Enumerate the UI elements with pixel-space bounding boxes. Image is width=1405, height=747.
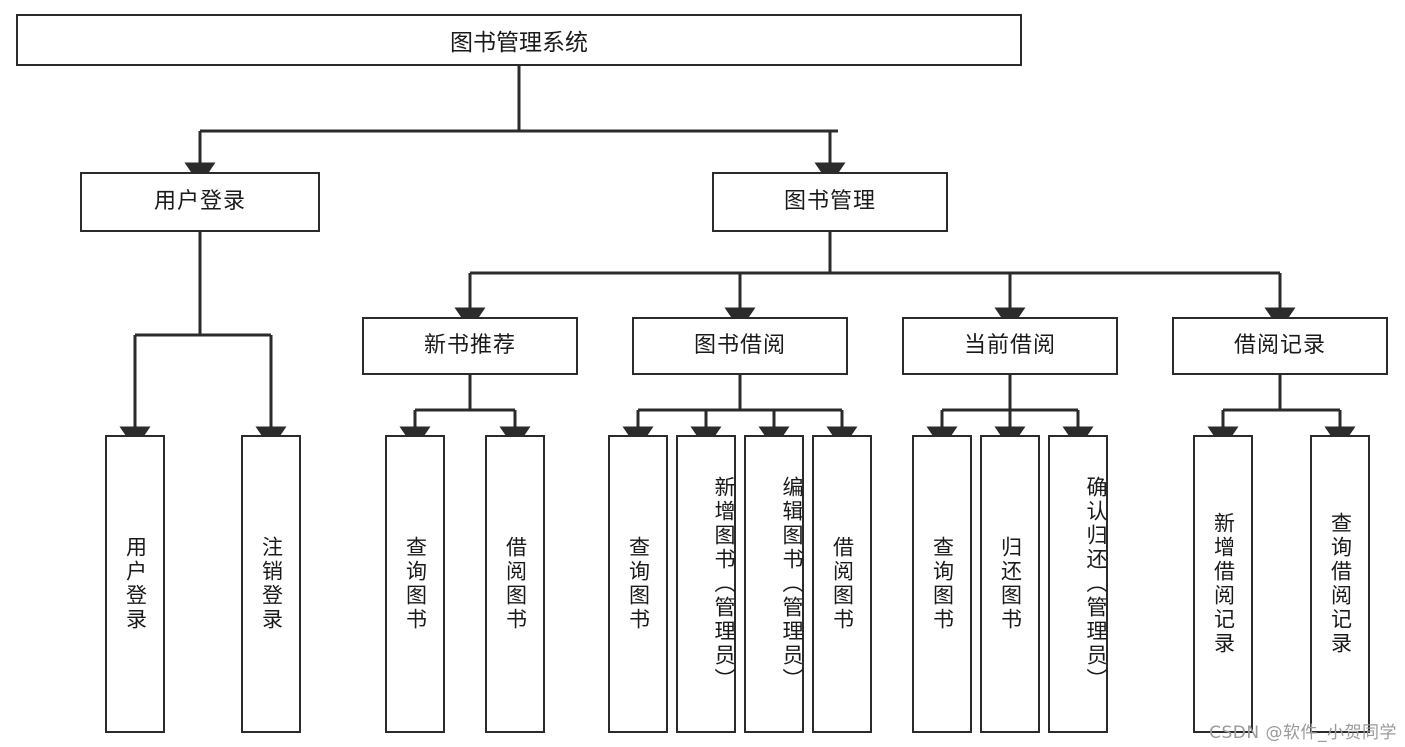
node-leaf-return-book[interactable]: 归还图书 bbox=[980, 435, 1040, 733]
node-leaf-borrow-book-2[interactable]: 借阅图书 bbox=[812, 435, 872, 733]
node-borrow-record[interactable]: 借阅记录 bbox=[1172, 317, 1388, 375]
node-leaf-query-book-2-label: 查询图书 bbox=[626, 536, 651, 632]
node-leaf-query-book-2[interactable]: 查询图书 bbox=[608, 435, 668, 733]
node-leaf-query-book-3[interactable]: 查询图书 bbox=[912, 435, 972, 733]
node-book-borrow-label: 图书借阅 bbox=[693, 332, 786, 358]
node-leaf-query-book-1[interactable]: 查询图书 bbox=[385, 435, 445, 733]
node-root-label: 图书管理系统 bbox=[450, 30, 588, 56]
node-leaf-edit-book[interactable]: 编辑图书（管理员） bbox=[744, 435, 804, 733]
node-leaf-query-record-label: 查询借阅记录 bbox=[1328, 512, 1353, 656]
node-leaf-add-record-label: 新增借阅记录 bbox=[1211, 512, 1236, 656]
node-leaf-query-record[interactable]: 查询借阅记录 bbox=[1310, 435, 1370, 733]
node-leaf-borrow-book-1-label: 借阅图书 bbox=[503, 536, 528, 632]
node-leaf-add-book-label: 新增图书（管理员） bbox=[712, 476, 736, 692]
node-new-book-recommend[interactable]: 新书推荐 bbox=[362, 317, 578, 375]
node-current-borrow[interactable]: 当前借阅 bbox=[902, 317, 1118, 375]
node-leaf-query-book-1-label: 查询图书 bbox=[403, 536, 428, 632]
node-user-login-label: 用户登录 bbox=[153, 188, 246, 214]
node-leaf-borrow-book-2-label: 借阅图书 bbox=[830, 536, 855, 632]
node-current-borrow-label: 当前借阅 bbox=[963, 332, 1056, 358]
node-leaf-confirm-return[interactable]: 确认归还（管理员） bbox=[1048, 435, 1108, 733]
node-leaf-logout-login-label: 注销登录 bbox=[259, 536, 284, 632]
node-leaf-user-login-label: 用户登录 bbox=[123, 536, 148, 632]
watermark: CSDN @软件_小贺同学 bbox=[1209, 723, 1397, 743]
node-leaf-borrow-book-1[interactable]: 借阅图书 bbox=[485, 435, 545, 733]
node-root[interactable]: 图书管理系统 bbox=[16, 14, 1022, 66]
node-user-login[interactable]: 用户登录 bbox=[80, 172, 320, 232]
node-book-management[interactable]: 图书管理 bbox=[712, 172, 948, 232]
node-leaf-edit-book-label: 编辑图书（管理员） bbox=[780, 476, 804, 692]
node-leaf-add-book[interactable]: 新增图书（管理员） bbox=[676, 435, 736, 733]
node-book-borrow[interactable]: 图书借阅 bbox=[632, 317, 848, 375]
node-leaf-return-book-label: 归还图书 bbox=[998, 536, 1023, 632]
node-leaf-query-book-3-label: 查询图书 bbox=[930, 536, 955, 632]
node-leaf-confirm-return-label: 确认归还（管理员） bbox=[1084, 476, 1108, 692]
node-borrow-record-label: 借阅记录 bbox=[1233, 332, 1326, 358]
node-leaf-user-login[interactable]: 用户登录 bbox=[105, 435, 165, 733]
node-new-book-recommend-label: 新书推荐 bbox=[423, 332, 516, 358]
node-leaf-add-record[interactable]: 新增借阅记录 bbox=[1193, 435, 1253, 733]
node-leaf-logout-login[interactable]: 注销登录 bbox=[241, 435, 301, 733]
node-book-management-label: 图书管理 bbox=[783, 188, 876, 214]
